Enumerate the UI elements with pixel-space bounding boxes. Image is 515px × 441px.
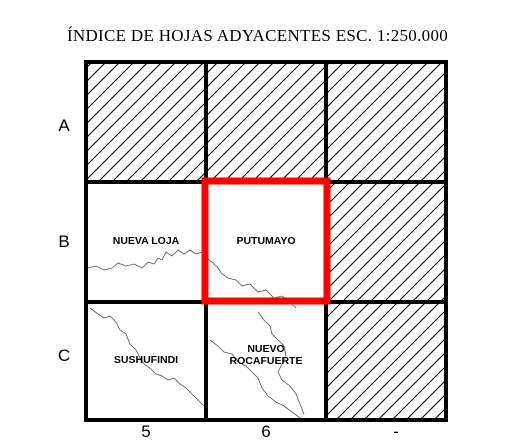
row-label-b: B [58, 232, 70, 251]
river-line [89, 307, 205, 407]
river-line [257, 311, 305, 415]
hatched-cell-a7 [326, 62, 446, 182]
current-sheet-highlight [201, 177, 331, 305]
row-label-c: C [57, 346, 71, 365]
hatched-cell-b7 [326, 182, 446, 302]
column-label-7: - [393, 422, 399, 441]
column-label-5: 5 [141, 422, 151, 441]
column-label-6: 6 [261, 422, 271, 441]
sheet-label-nuevo-rocafuerte: NUEVO ROCAFUERTE [229, 343, 303, 367]
river-line [87, 249, 297, 309]
sheet-label-sushufindi: SUSHUFINDI [113, 354, 179, 366]
sheet-label-putumayo: PUTUMAYO [236, 235, 296, 247]
hatched-cell-a6 [206, 62, 326, 182]
river-line [209, 339, 301, 419]
sheet-label-nueva-loja: NUEVA LOJA [112, 235, 180, 247]
hatched-cell-a5 [86, 62, 206, 182]
index-title: ÍNDICE DE HOJAS ADYACENTES ESC. 1:250.00… [66, 26, 449, 45]
hatched-cell-c7 [326, 302, 446, 420]
row-label-a: A [58, 116, 70, 135]
